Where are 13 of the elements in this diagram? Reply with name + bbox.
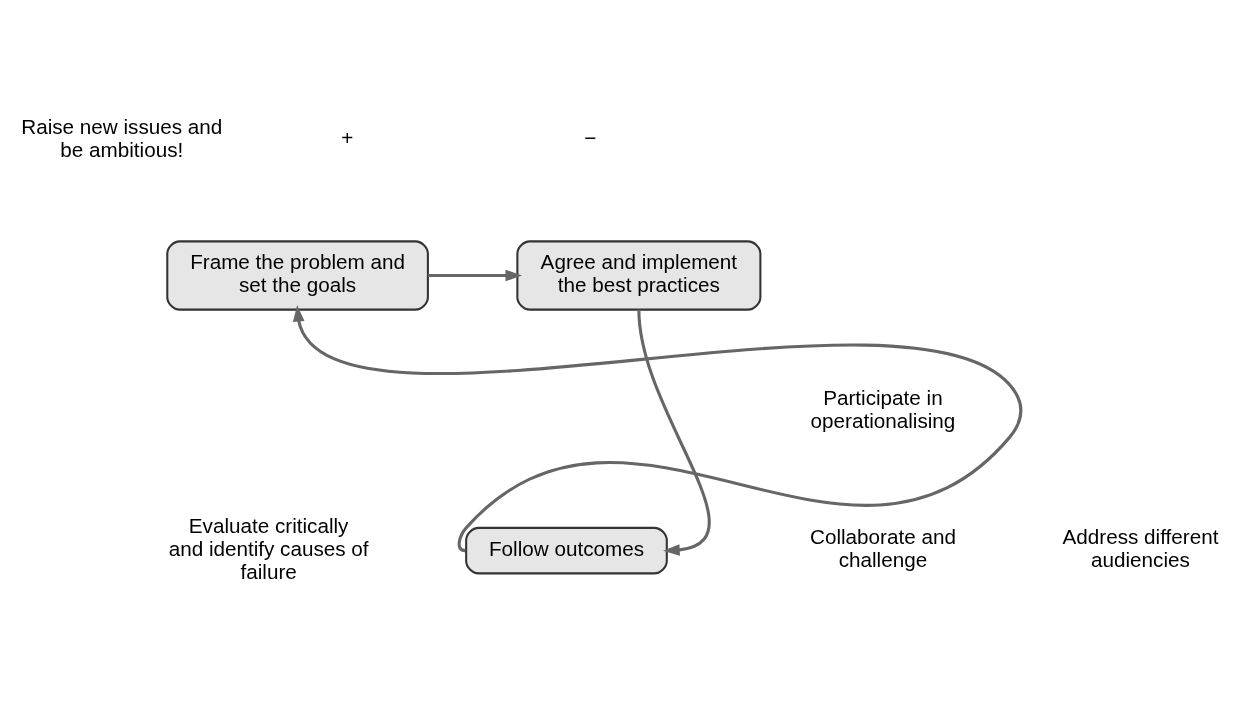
label: Collaborate and challenge	[809, 525, 956, 572]
node-box: Agree and implement the best practices	[516, 240, 762, 311]
label: −	[584, 126, 597, 150]
label: Participate in operationalising	[810, 385, 956, 432]
label: Address different audiencies	[1062, 525, 1219, 572]
label: +	[341, 126, 354, 150]
arrow	[427, 269, 523, 282]
node-box: Follow outcomes	[465, 526, 668, 575]
node-box: Frame the problem and set the goals	[166, 240, 429, 311]
label: Evaluate critically and identify causes of failure	[168, 514, 369, 583]
arrow	[292, 304, 1023, 552]
label: Raise new issues and be ambitious!	[21, 114, 223, 161]
arrow	[637, 309, 711, 556]
